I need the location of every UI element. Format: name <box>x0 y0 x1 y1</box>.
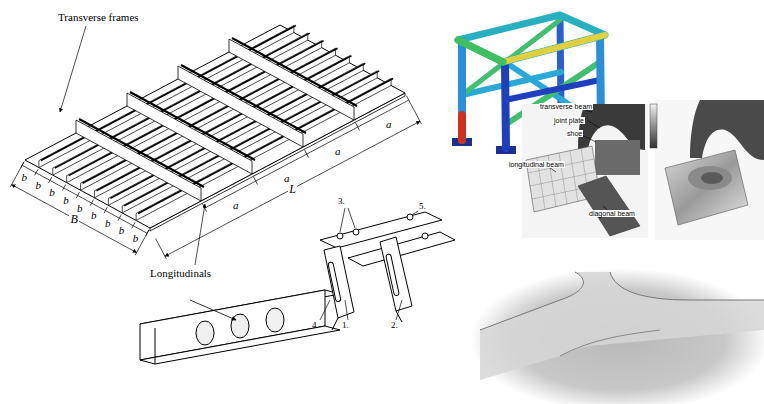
drawing-part <box>578 176 640 236</box>
drawing-part <box>560 330 660 356</box>
drawing-part <box>412 211 418 215</box>
drawing-part <box>229 39 354 120</box>
drawing-part <box>522 100 764 240</box>
drawing-part <box>655 100 764 240</box>
drawing-part <box>411 104 422 124</box>
drawing-part <box>231 314 249 338</box>
drawing-part <box>155 328 156 364</box>
drawing-part <box>22 165 147 233</box>
drawing-part <box>688 166 732 190</box>
drawing-part <box>35 169 38 175</box>
dimension-label: B <box>69 213 78 225</box>
dimension-label: b <box>77 203 83 214</box>
drawing-part <box>458 115 466 140</box>
drawing-part <box>76 192 79 198</box>
dimension-label: b <box>35 180 41 191</box>
drawing-part <box>140 290 340 364</box>
drawing-part <box>480 272 764 380</box>
dimension-label: b <box>119 225 125 236</box>
drawing-part <box>458 15 605 62</box>
drawing-part <box>324 246 354 318</box>
drawing-part <box>232 38 357 106</box>
drawing-part <box>62 184 65 190</box>
drawing-part <box>253 177 257 185</box>
drawing-part <box>328 262 341 302</box>
drawing-part <box>48 177 51 183</box>
drawing-part <box>110 63 365 198</box>
drawing-part <box>118 215 121 221</box>
drawing-part <box>353 229 359 235</box>
drawing-part <box>480 272 583 330</box>
drawing-part <box>665 150 748 225</box>
drawing-part <box>12 185 137 253</box>
part-label: diagonal beam <box>588 210 636 217</box>
part-label: joint plate <box>553 117 585 124</box>
drawing-part <box>156 239 167 259</box>
drawing-part <box>196 321 214 345</box>
drawing-part <box>422 233 428 239</box>
drawing-part <box>588 121 600 128</box>
callout-number: 5. <box>419 202 426 211</box>
dimension-label: b <box>49 187 55 198</box>
dimension-label: b <box>105 218 111 229</box>
callout-number: 3. <box>338 197 345 206</box>
part-label: longitudinal beam <box>508 161 565 168</box>
drawing-part <box>470 268 764 404</box>
drawing-part <box>355 123 359 131</box>
drawing-part <box>505 80 600 100</box>
dimension-label: a <box>284 173 290 184</box>
drawing-part <box>124 71 379 206</box>
drawing-part <box>132 222 135 228</box>
callout-number: 4. <box>312 321 319 330</box>
drawing-part <box>458 40 503 62</box>
drawing-part <box>90 200 93 206</box>
drawing-part <box>650 104 657 148</box>
part-label: shoe <box>566 130 583 137</box>
drawing-part <box>505 64 506 148</box>
drawing-part <box>522 104 648 238</box>
drawing-part <box>195 204 205 265</box>
drawing-part <box>138 78 393 213</box>
drawing-part <box>340 208 345 232</box>
dimension-label: a <box>386 119 392 130</box>
callout-number: 1. <box>342 321 349 330</box>
callout-number: 2. <box>391 321 398 330</box>
drawing-part <box>348 208 355 228</box>
dimension-label: a <box>233 200 239 211</box>
drawing-part <box>470 268 764 404</box>
drawing-part <box>332 318 338 330</box>
drawing-part <box>406 96 410 104</box>
drawing-part <box>458 42 466 140</box>
dimension-label: b <box>63 195 69 206</box>
drawing-part <box>595 140 640 175</box>
drawing-part <box>396 300 402 320</box>
drawing-part <box>386 254 400 296</box>
drawing-part <box>320 208 455 330</box>
drawing-part <box>190 300 236 320</box>
dimension-label: Transverse frames <box>58 12 139 23</box>
drawing-part <box>320 300 330 320</box>
drawing-part <box>104 207 107 213</box>
dimension-label: b <box>22 172 28 183</box>
drawing-part <box>380 237 412 311</box>
drawing-part <box>60 26 86 112</box>
drawing-part <box>701 172 723 184</box>
dimension-label: b <box>91 210 97 221</box>
dimension-label: Longitudinals <box>150 268 211 279</box>
drawing-part <box>690 100 764 160</box>
drawing-part <box>205 100 409 208</box>
dimension-label: a <box>335 146 341 157</box>
dimension-label: b <box>133 233 139 244</box>
drawing-part <box>337 233 343 239</box>
drawing-part <box>345 300 348 320</box>
drawing-part <box>503 35 605 62</box>
drawing-part <box>304 150 308 158</box>
part-label: transverse beam <box>539 103 593 110</box>
dimension-label: L <box>288 183 297 195</box>
drawing-part <box>610 272 764 300</box>
drawing-part <box>266 308 284 332</box>
